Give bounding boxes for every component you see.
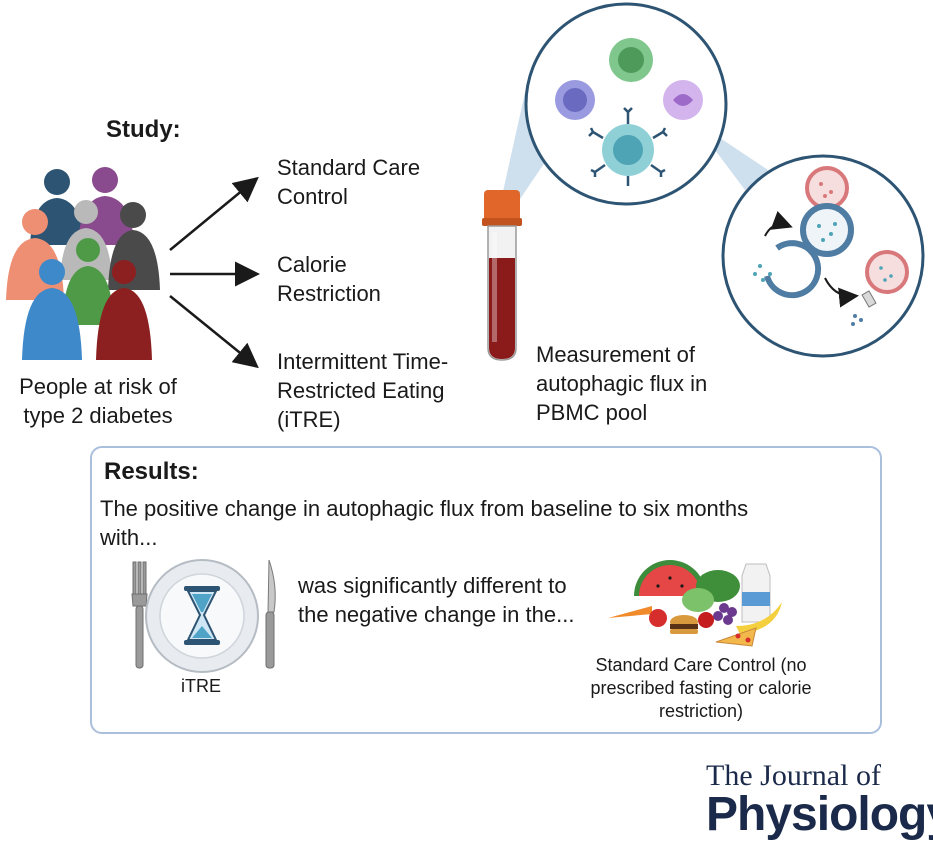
person-navy-icon xyxy=(30,169,84,245)
arm-calorie-line-2: Restriction xyxy=(277,281,381,306)
control-label-line-3: restriction) xyxy=(658,701,743,721)
measurement-line-2: autophagic flux in xyxy=(536,371,708,396)
measurement-line-3: PBMC pool xyxy=(536,400,648,425)
pbmc-cells-magnified xyxy=(524,2,728,206)
cell-receptor-icon xyxy=(588,107,668,186)
arrow-to-standard-care xyxy=(169,176,259,251)
population-line-2: type 2 diabetes xyxy=(23,403,173,428)
measurement-line-1: Measurement of xyxy=(536,342,695,367)
control-label-line-2: prescribed fasting or calorie xyxy=(590,678,812,698)
arm-standard-care-line-2: Control xyxy=(277,184,348,209)
food-pile-icon xyxy=(608,560,782,647)
study-heading: Study: xyxy=(106,116,181,143)
journal-logo-line-2: Physiology xyxy=(706,788,933,841)
arrow-to-itre xyxy=(169,295,259,369)
journal-logo: The Journal of Physiology xyxy=(706,759,933,842)
itre-label: iTRE xyxy=(181,676,221,696)
results-text-line-2: with... xyxy=(100,525,158,550)
arm-itre: Intermittent Time- Restricted Eating (iT… xyxy=(277,347,448,434)
arm-calorie-restriction: Calorie Restriction xyxy=(277,250,381,308)
autophagy-process-magnified xyxy=(721,154,925,358)
arm-itre-line-1: Intermittent Time- xyxy=(277,349,449,374)
cell-green-icon xyxy=(609,38,653,82)
results-middle-text: was significantly different to the negat… xyxy=(298,571,574,629)
control-label-line-1: Standard Care Control (no xyxy=(595,655,807,675)
cell-purple-icon xyxy=(555,80,595,120)
population-line-1: People at risk of xyxy=(19,374,177,399)
results-middle-line-1: was significantly different to xyxy=(298,573,567,598)
journal-logo-line-1: The Journal of xyxy=(706,759,881,792)
results-text-line-1: The positive change in autophagic flux f… xyxy=(100,496,749,521)
arm-itre-line-3: (iTRE) xyxy=(277,407,341,432)
arm-calorie-line-1: Calorie xyxy=(277,252,347,277)
person-green-icon xyxy=(62,238,114,325)
results-middle-line-2: the negative change in the... xyxy=(298,602,575,627)
plate-hourglass-icon xyxy=(131,559,276,673)
person-blue-icon xyxy=(22,259,82,360)
blood-tube-icon xyxy=(482,190,522,361)
arm-standard-care-line-1: Standard Care xyxy=(277,155,421,180)
results-box xyxy=(90,446,882,734)
person-red-icon xyxy=(96,260,152,360)
arm-itre-line-2: Restricted Eating xyxy=(277,378,445,403)
people-group-illustration xyxy=(6,167,160,360)
control-label: Standard Care Control (no prescribed fas… xyxy=(566,654,836,723)
results-text: The positive change in autophagic flux f… xyxy=(100,494,748,552)
results-heading: Results: xyxy=(104,458,199,485)
cell-lilac-icon xyxy=(663,80,703,120)
measurement-label: Measurement of autophagic flux in PBMC p… xyxy=(536,340,707,427)
arm-standard-care: Standard Care Control xyxy=(277,153,420,211)
population-label: People at risk of type 2 diabetes xyxy=(8,372,188,430)
